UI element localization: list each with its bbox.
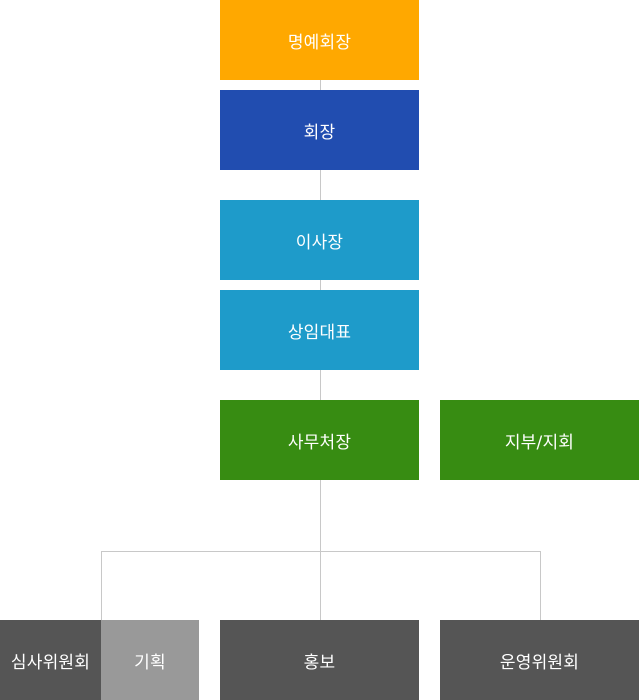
- planning-box: 기획: [101, 620, 199, 700]
- board-chairman-label: 이사장: [295, 232, 344, 253]
- honorary-chairman-box: 명예회장: [220, 0, 419, 80]
- connector-left-drop: [101, 551, 102, 620]
- pr-box: 홍보: [220, 620, 419, 700]
- board-chairman-box: 이사장: [220, 200, 419, 280]
- review-committee-label: 심사위원회: [10, 652, 91, 673]
- chairman-box: 회장: [220, 90, 419, 170]
- secretary-general-box: 사무처장: [220, 400, 419, 480]
- standing-representative-box: 상임대표: [220, 290, 419, 370]
- connector-right-drop: [540, 551, 541, 620]
- operations-committee-box: 운영위원회: [440, 620, 639, 700]
- standing-representative-label: 상임대표: [287, 322, 352, 343]
- secretary-general-label: 사무처장: [287, 432, 352, 453]
- branches-label: 지부/지회: [504, 432, 575, 453]
- review-committee-box: 심사위원회: [0, 620, 101, 700]
- branches-box: 지부/지회: [440, 400, 639, 480]
- pr-label: 홍보: [303, 652, 336, 673]
- honorary-chairman-label: 명예회장: [287, 32, 352, 53]
- planning-label: 기획: [134, 652, 166, 673]
- operations-committee-label: 운영위원회: [499, 652, 580, 673]
- chairman-label: 회장: [303, 122, 336, 143]
- connector-horizontal-bus: [101, 551, 541, 552]
